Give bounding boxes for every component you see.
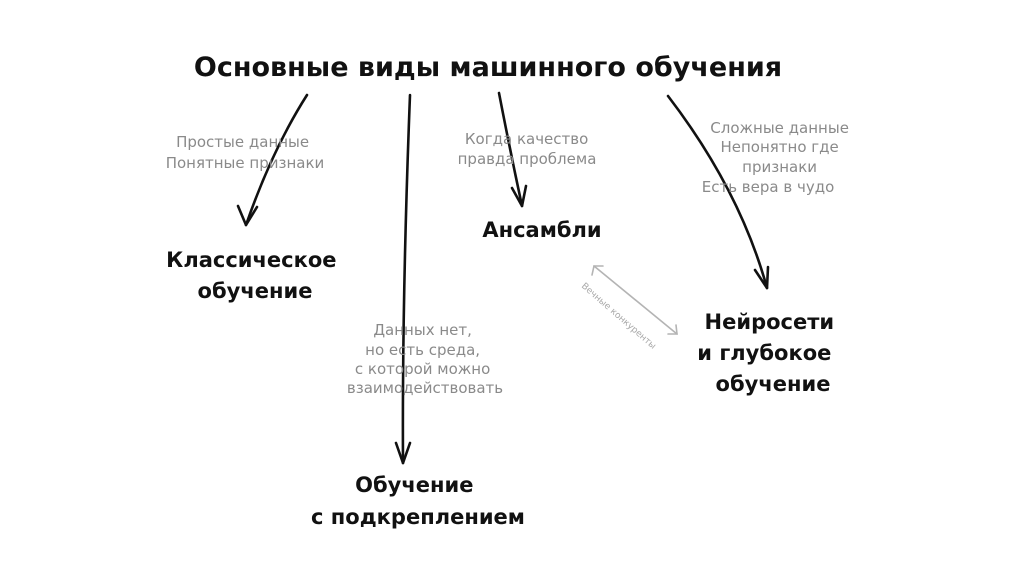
- arrow-to-neural: [666, 94, 770, 290]
- node-reinforcement-learning: Обучение с подкреплением: [311, 473, 525, 529]
- arrow-to-ensembles: [497, 91, 528, 208]
- rivalry-label: Вечные конкуренты: [579, 281, 658, 351]
- rivalry-arrow: [591, 265, 678, 335]
- node-ensembles: Ансамбли: [482, 218, 601, 242]
- diagram-title: Основные виды машинного обучения: [194, 52, 782, 83]
- node-neural-networks: Нейросети и глубокое обучение: [697, 310, 841, 396]
- classic-edge-note: Простые данные Понятные признаки: [166, 133, 325, 172]
- ensembles-edge-note: Когда качество правда проблема: [458, 130, 597, 168]
- reinforcement-edge-note: Данных нет, но есть среда, с которой мож…: [347, 321, 503, 397]
- node-classic-ml: Классическое обучение: [166, 248, 344, 303]
- arrow-to-reinforcement: [394, 93, 412, 465]
- neural-edge-note: Сложные данные Непонятно где признаки Ес…: [702, 119, 854, 196]
- arrow-to-classic: [236, 93, 309, 227]
